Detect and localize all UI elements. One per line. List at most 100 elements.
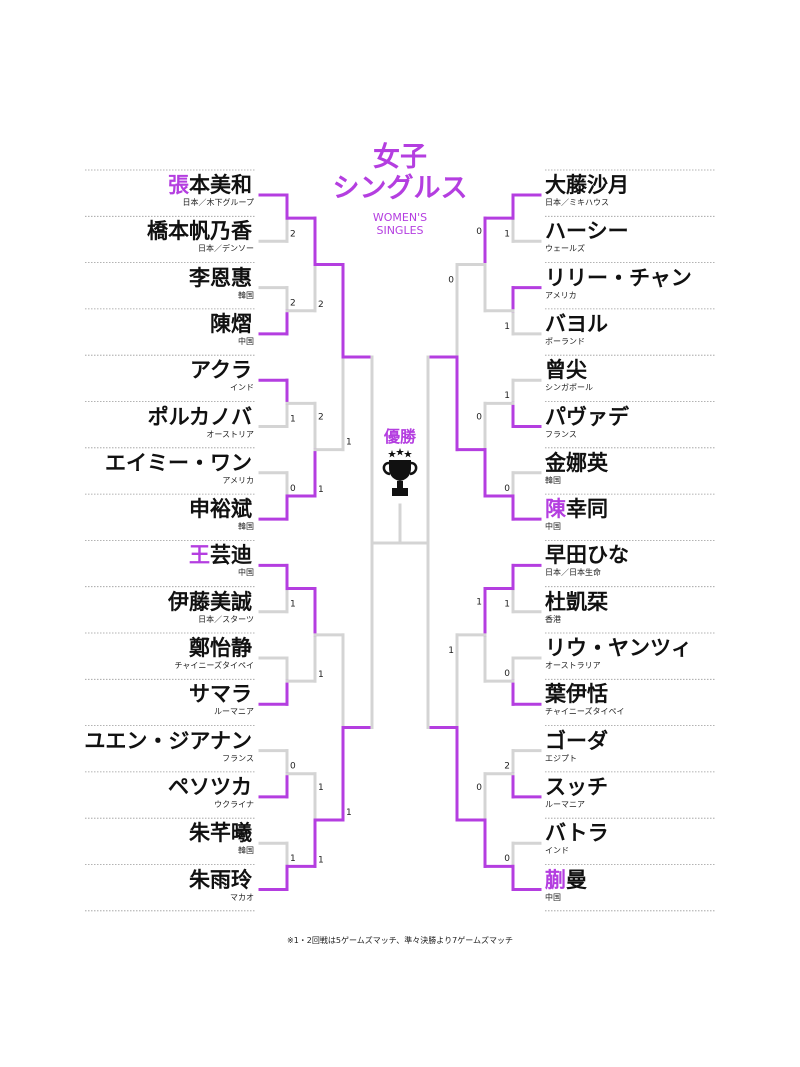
right-player-country: 韓国 bbox=[545, 475, 561, 485]
left-player-name: ポルカノバ bbox=[148, 405, 252, 429]
left-player-country: 中国 bbox=[238, 336, 254, 346]
player-name-text: バトラ bbox=[545, 821, 609, 846]
champion-label: 優勝 bbox=[383, 427, 416, 446]
left-player-name: 橋本帆乃香 bbox=[147, 219, 252, 243]
right-player-name: 葉伊恬 bbox=[545, 682, 608, 706]
round1-score: 1 bbox=[290, 854, 296, 864]
left-player-name: 陳熠 bbox=[210, 312, 252, 336]
left-player-country: マカオ bbox=[230, 892, 254, 902]
right-player-name: 大藤沙月 bbox=[545, 173, 629, 197]
right-player-country: 香港 bbox=[545, 614, 561, 624]
player-name-text: エイミー・ワン bbox=[105, 450, 252, 475]
player-name-text: 鄭怡静 bbox=[189, 636, 252, 660]
right-player-name: リリー・チャン bbox=[545, 266, 692, 290]
player-name-text: 朱芊曦 bbox=[189, 821, 252, 846]
round1-score: 0 bbox=[290, 484, 296, 494]
player-name-text: 葉伊恬 bbox=[545, 682, 608, 707]
round1-score: 0 bbox=[290, 762, 296, 772]
right-player-country: チャイニーズタイペイ bbox=[545, 707, 625, 717]
player-name-text: 申裕斌 bbox=[189, 497, 252, 522]
left-player-country: 日本／木下グループ bbox=[182, 198, 254, 207]
right-player-name: スッチ bbox=[545, 775, 608, 799]
player-name-text: 伊藤美誠 bbox=[168, 589, 252, 614]
title-line-2: シングルス bbox=[332, 173, 468, 204]
round1-score: 2 bbox=[290, 299, 296, 309]
left-player-name: サマラ bbox=[189, 682, 252, 706]
round1-score: 1 bbox=[290, 600, 296, 610]
left-player-country: 韓国 bbox=[238, 522, 254, 532]
player-name-text: 幸同 bbox=[566, 497, 608, 522]
player-name-text: 早田ひな bbox=[545, 543, 629, 568]
round2-score: 2 bbox=[318, 300, 324, 310]
player-name-highlight: 王 bbox=[189, 543, 210, 568]
round1-score: 1 bbox=[504, 322, 510, 332]
right-player-country: 中国 bbox=[545, 892, 561, 902]
right-player-country: エジプト bbox=[545, 753, 577, 763]
left-player-country: ウクライナ bbox=[214, 799, 254, 809]
player-name-text: 本美和 bbox=[189, 173, 252, 197]
title-line-1: 女子 bbox=[373, 142, 427, 173]
title-english: WOMEN'S SINGLES bbox=[0, 211, 800, 237]
player-name-text: 曾尖 bbox=[545, 358, 587, 383]
left-player-name: 李恩惠 bbox=[189, 266, 252, 290]
right-player-name: ゴーダ bbox=[545, 729, 608, 753]
left-player-country: 日本／デンソー bbox=[198, 244, 254, 254]
left-player-country: 韓国 bbox=[238, 846, 254, 856]
round1-score: 2 bbox=[290, 229, 296, 239]
round2-score: 0 bbox=[476, 412, 482, 422]
left-player-name: 朱雨玲 bbox=[189, 868, 252, 892]
player-name-text: バヨル bbox=[545, 311, 608, 336]
right-player-name: バトラ bbox=[545, 821, 609, 845]
left-player-name: 王芸迪 bbox=[189, 543, 252, 567]
left-player-name: 張本美和 bbox=[168, 173, 252, 197]
player-name-text: 曼 bbox=[566, 867, 587, 892]
right-player-country: フランス bbox=[545, 429, 577, 439]
left-player-country: インド bbox=[230, 383, 254, 393]
left-player-name: 朱芊曦 bbox=[189, 821, 252, 845]
player-name-text: ポルカノバ bbox=[147, 404, 252, 429]
round2-score: 2 bbox=[318, 412, 324, 422]
right-player-name: 杜凱栞 bbox=[545, 590, 608, 614]
player-name-text: 橋本帆乃香 bbox=[147, 219, 252, 244]
player-name-text: 陳熠 bbox=[210, 311, 252, 336]
round2-score: 0 bbox=[476, 227, 482, 237]
round2-score: 0 bbox=[476, 783, 482, 793]
right-player-country: ウェールズ bbox=[545, 244, 585, 254]
player-name-text: 大藤沙月 bbox=[545, 173, 629, 197]
player-name-text: リウ・ヤンツィ bbox=[545, 636, 692, 660]
round2-score: 1 bbox=[318, 783, 324, 793]
player-name-text: 金娜英 bbox=[545, 450, 608, 475]
left-player-country: 韓国 bbox=[238, 290, 254, 300]
right-player-name: 陳幸同 bbox=[545, 497, 608, 521]
footnote: ※1・2回戦は5ゲームズマッチ、準々決勝より7ゲームズマッチ bbox=[287, 936, 513, 945]
right-player-name: 早田ひな bbox=[545, 543, 629, 567]
player-name-text: スッチ bbox=[545, 774, 608, 799]
player-name-text: リリー・チャン bbox=[545, 265, 692, 290]
right-player-name: ハーシー bbox=[545, 219, 629, 243]
title-en-line-2: SINGLES bbox=[376, 224, 424, 237]
right-player-country: インド bbox=[545, 846, 569, 856]
left-player-country: フランス bbox=[222, 753, 254, 763]
right-player-country: 中国 bbox=[545, 522, 561, 532]
player-name-text: ペソツカ bbox=[168, 774, 252, 799]
right-player-country: シンガポール bbox=[545, 383, 593, 393]
right-player-country: オーストラリア bbox=[545, 661, 601, 670]
player-name-text: パヴァデ bbox=[545, 404, 629, 429]
right-player-name: リウ・ヤンツィ bbox=[545, 636, 692, 660]
round2-score: 1 bbox=[318, 485, 324, 495]
player-name-highlight: 蒯 bbox=[545, 867, 566, 892]
player-name-text: ハーシー bbox=[545, 219, 629, 244]
left-player-country: オーストリア bbox=[206, 429, 254, 439]
left-player-name: 伊藤美誠 bbox=[168, 590, 252, 614]
left-player-country: 中国 bbox=[238, 568, 254, 578]
round3-score: 1 bbox=[346, 438, 352, 448]
round1-score: 0 bbox=[504, 854, 510, 864]
player-name-text: 李恩惠 bbox=[189, 265, 252, 290]
round1-score: 2 bbox=[504, 762, 510, 772]
right-player-country: ルーマニア bbox=[545, 799, 585, 809]
round2-score: 1 bbox=[476, 598, 482, 608]
round1-score: 0 bbox=[504, 484, 510, 494]
left-player-country: チャイニーズタイペイ bbox=[174, 661, 254, 670]
left-player-country: アメリカ bbox=[222, 475, 254, 485]
